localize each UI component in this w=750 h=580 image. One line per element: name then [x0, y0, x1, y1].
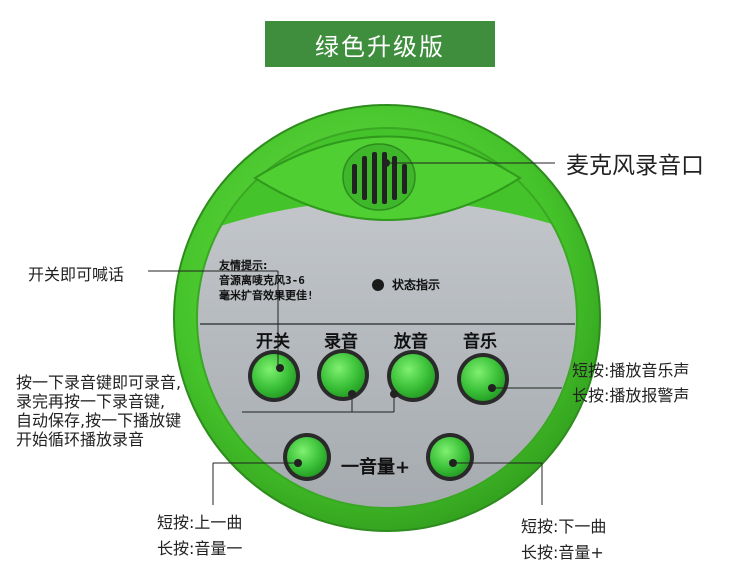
panel-tip-line2: 毫米扩音效果更佳! — [219, 289, 314, 302]
callout-record-line: 按一下录音键即可录音, — [16, 373, 182, 392]
volume-label: 一音量+ — [341, 457, 411, 478]
callout-next-line: 长按:音量+ — [521, 543, 604, 562]
panel-tip-line1: 音源离唛克风3-6 — [219, 274, 305, 287]
banner-title: 绿色升级版 — [265, 21, 495, 67]
button-label-power: 开关 — [256, 332, 290, 352]
panel-tip: 友情提示: 音源离唛克风3-6 毫米扩音效果更佳! — [219, 258, 314, 303]
button-power[interactable] — [248, 350, 300, 402]
callout-record-line: 开始循环播放录音 — [16, 430, 145, 449]
button-record[interactable] — [317, 349, 369, 401]
callout-music-line: 短按:播放音乐声 — [572, 361, 690, 380]
callout-next: 短按:下一曲 长按:音量+ — [521, 514, 606, 566]
mic-grille-icon — [352, 152, 407, 204]
button-music[interactable] — [457, 353, 509, 405]
button-play[interactable] — [387, 350, 439, 402]
callout-record-line: 自动保存,按一下播放键 — [16, 411, 182, 430]
status-label: 状态指示 — [392, 278, 441, 292]
panel-tip-title: 友情提示: — [219, 259, 268, 272]
status-led-icon — [372, 279, 384, 291]
callout-record: 按一下录音键即可录音, 录完再按一下录音键, 自动保存,按一下播放键 开始循环播… — [16, 373, 181, 449]
button-label-record: 录音 — [324, 332, 358, 352]
callout-lines — [148, 159, 562, 505]
button-volume-down[interactable] — [283, 433, 331, 481]
control-panel — [197, 180, 577, 508]
callout-switch: 开关即可喊话 — [28, 265, 125, 284]
callout-prev: 短按:上一曲 长按:音量一 — [157, 510, 242, 562]
callout-music-line: 长按:播放报警声 — [572, 386, 690, 405]
callout-next-line: 短按:下一曲 — [521, 517, 607, 536]
callout-record-line: 录完再按一下录音键, — [16, 392, 166, 411]
button-volume-up[interactable] — [426, 433, 474, 481]
callout-prev-line: 长按:音量一 — [157, 539, 243, 558]
button-label-music: 音乐 — [463, 332, 497, 352]
callout-music: 短按:播放音乐声 长按:播放报警声 — [572, 358, 689, 408]
callout-mic: 麦克风录音口 — [566, 153, 704, 179]
callout-prev-line: 短按:上一曲 — [157, 513, 243, 532]
button-label-play: 放音 — [394, 332, 428, 352]
